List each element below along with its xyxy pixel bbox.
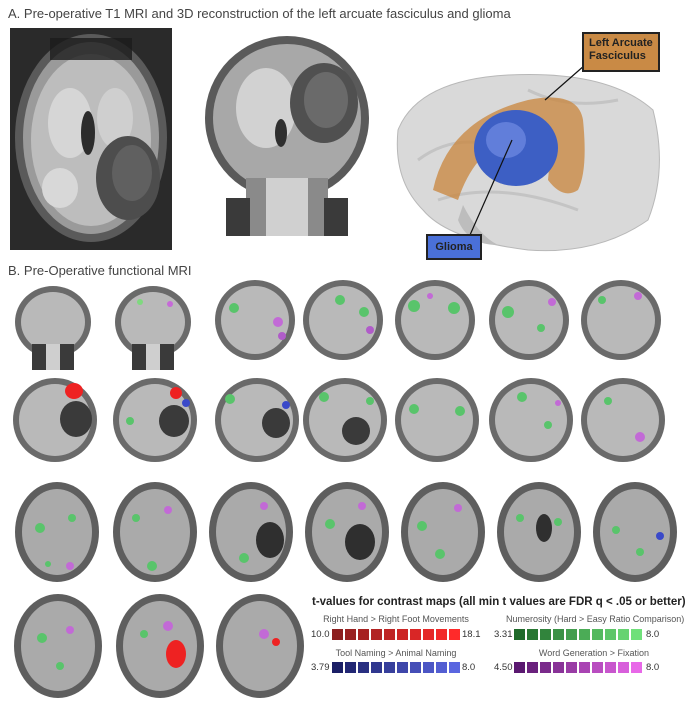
legend-swatch: [371, 629, 382, 640]
legend-min-tool-naming: 3.79: [311, 662, 330, 673]
fmri-coronal-slice: [115, 286, 191, 370]
legend-swatch: [618, 662, 629, 673]
fmri-axial-slice: [305, 482, 389, 582]
legend-swatch: [592, 662, 603, 673]
legend-label-tool-naming: Tool Naming > Animal Naming: [335, 648, 457, 658]
legend-title: t-values for contrast maps (all min t va…: [312, 596, 686, 608]
axial-t1-mri-image: [10, 28, 172, 250]
legend-label-word-generation: Word Generation > Fixation: [538, 648, 650, 658]
fmri-coronal-slice: [215, 280, 295, 360]
fmri-axial-slice: [593, 482, 677, 582]
fmri-axial-slice: [14, 594, 102, 698]
fmri-axial-slice: [209, 482, 293, 582]
fmri-coronal-slice: [303, 378, 387, 462]
fmri-axial-slice: [497, 482, 581, 582]
legend-swatch: [371, 662, 382, 673]
fmri-axial-slice: [116, 594, 204, 698]
legend-swatch: [540, 662, 551, 673]
section-b-title: B. Pre-Operative functional MRI: [8, 263, 192, 278]
fmri-coronal-slice: [13, 378, 97, 462]
legend-swatch: [397, 629, 408, 640]
fmri-coronal-slice: [581, 280, 661, 360]
legend-max-numerosity: 8.0: [646, 629, 660, 640]
glioma-callout: Glioma: [426, 234, 482, 260]
left-arcuate-fasciculus-callout: Left Arcuate Fasciculus: [582, 32, 660, 72]
legend-swatch: [345, 629, 356, 640]
legend-swatch: [449, 662, 460, 673]
legend-swatch: [631, 629, 642, 640]
legend-max-word-generation: 8.0: [646, 662, 660, 673]
legend-label-right-hand: Right Hand > Right Foot Movements: [323, 614, 469, 624]
fmri-coronal-slice: [489, 280, 569, 360]
legend-swatch: [553, 629, 564, 640]
legend-swatch: [358, 629, 369, 640]
legend-swatch: [592, 629, 603, 640]
legend-swatch: [423, 629, 434, 640]
legend-swatch: [618, 629, 629, 640]
legend-swatch: [423, 662, 434, 673]
legend-swatch: [384, 629, 395, 640]
fmri-coronal-slice: [395, 280, 475, 360]
legend-max-right-hand: 18.1: [462, 629, 481, 640]
coronal-t1-mri-image: [196, 28, 378, 240]
legend-swatch: [514, 629, 525, 640]
legend-swatch: [540, 629, 551, 640]
legend-swatch: [605, 629, 616, 640]
legend-swatch: [579, 629, 590, 640]
callout-lines: [469, 64, 586, 236]
legend-swatch: [514, 662, 525, 673]
legend-swatch-row-word-generation: [514, 662, 642, 673]
legend-min-right-hand: 10.0: [311, 629, 330, 640]
fmri-coronal-slice: [395, 378, 479, 462]
legend-max-tool-naming: 8.0: [462, 662, 476, 673]
legend-swatch: [553, 662, 564, 673]
legend-swatch: [527, 629, 538, 640]
legend-swatch: [436, 629, 447, 640]
legend-label-numerosity: Numerosity (Hard > Easy Ratio Comparison…: [506, 614, 685, 624]
legend-swatch: [384, 662, 395, 673]
fmri-coronal-slice: [113, 378, 197, 462]
fmri-coronal-slice: [489, 378, 573, 462]
legend-swatch: [566, 662, 577, 673]
fmri-coronal-slice: [581, 378, 665, 462]
fmri-axial-slice: [15, 482, 99, 582]
legend-swatch: [527, 662, 538, 673]
legend-swatch-row-tool-naming: [332, 662, 460, 673]
fmri-axial-slice: [216, 594, 304, 698]
3d-reconstruction-image: [396, 73, 660, 252]
fmri-axial-slice: [113, 482, 197, 582]
fmri-coronal-slice: [15, 286, 91, 370]
legend-swatch: [332, 629, 343, 640]
legend-swatch: [345, 662, 356, 673]
legend-swatch: [332, 662, 343, 673]
legend-swatch: [397, 662, 408, 673]
legend-swatch: [358, 662, 369, 673]
legend-swatch: [436, 662, 447, 673]
legend-swatch: [410, 662, 421, 673]
legend-swatch: [605, 662, 616, 673]
legend-min-numerosity: 3.31: [494, 629, 513, 640]
legend-swatch-row-right-hand: [332, 629, 460, 640]
legend-swatch: [449, 629, 460, 640]
fmri-axial-slice: [401, 482, 485, 582]
fmri-coronal-slice: [215, 378, 299, 462]
legend-swatch: [410, 629, 421, 640]
section-a-title: A. Pre-operative T1 MRI and 3D reconstru…: [8, 6, 511, 21]
fmri-coronal-slice: [303, 280, 383, 360]
legend-swatch-row-numerosity: [514, 629, 642, 640]
legend-swatch: [631, 662, 642, 673]
legend-swatch: [579, 662, 590, 673]
legend-min-word-generation: 4.50: [494, 662, 513, 673]
legend-swatch: [566, 629, 577, 640]
